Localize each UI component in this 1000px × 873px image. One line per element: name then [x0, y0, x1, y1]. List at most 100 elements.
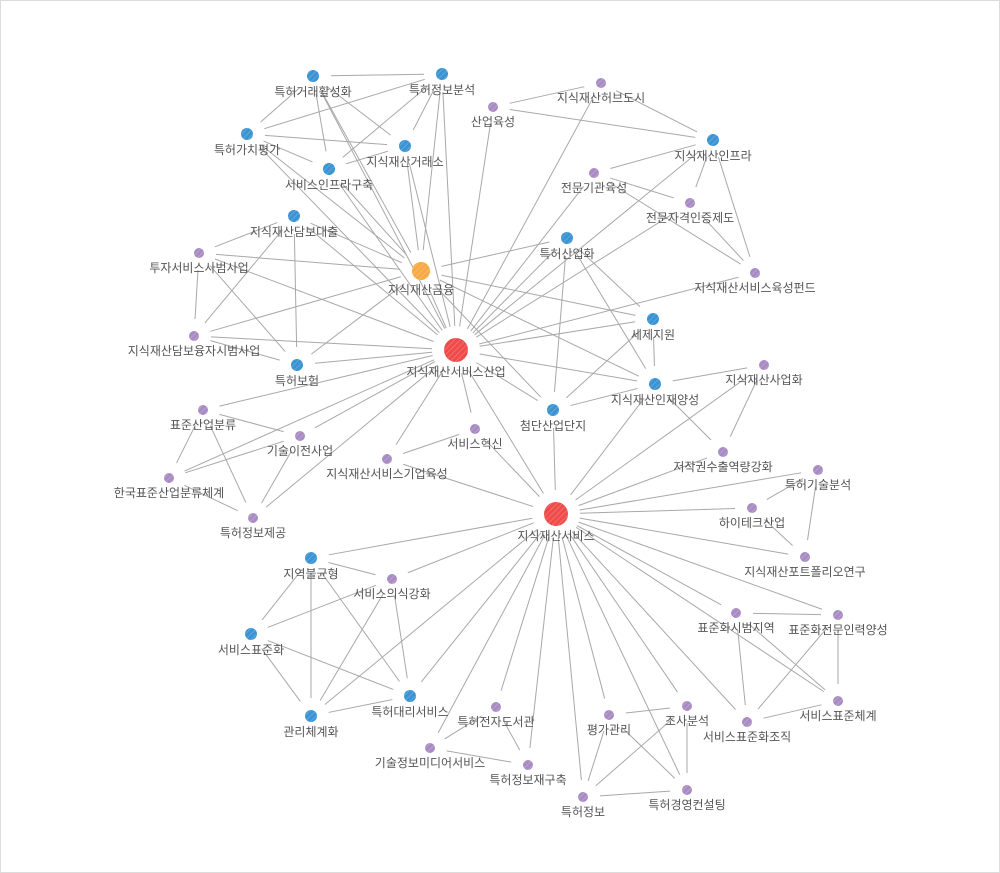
node[interactable]: 특허가치평가	[214, 128, 280, 157]
edge	[264, 134, 388, 146]
edge	[608, 181, 741, 265]
node[interactable]: 서비스표준화조직	[703, 717, 791, 744]
node[interactable]: 지식재산포트폴리오연구	[744, 552, 866, 579]
node[interactable]: 특허정보분석	[409, 68, 475, 97]
edge	[569, 533, 678, 693]
node[interactable]: 투자서비스사범사업	[149, 248, 249, 275]
node[interactable]: 조사분석	[665, 701, 709, 728]
edge	[293, 233, 298, 348]
edge	[479, 321, 636, 347]
node[interactable]: 서비스인프라구축	[285, 163, 373, 192]
node[interactable]: 지식재산인프라	[674, 134, 752, 163]
node[interactable]: 특허산업화	[539, 232, 595, 261]
edge	[653, 336, 655, 367]
edge	[565, 535, 681, 775]
edge	[474, 151, 700, 336]
node[interactable]: 기술정보미디어서비스	[375, 743, 485, 770]
node[interactable]: 지식재산서비스산업	[406, 338, 506, 379]
node[interactable]: 지식재산담보대출	[250, 210, 338, 239]
node[interactable]: 특허거래활성화	[274, 70, 352, 99]
node[interactable]: 산업육성	[471, 102, 515, 129]
node-label: 평가관리	[587, 723, 631, 737]
edge	[338, 183, 443, 331]
node[interactable]: 특허대리서비스	[371, 690, 449, 719]
node[interactable]: 서비스표준체계	[799, 696, 877, 723]
edge	[467, 97, 594, 330]
node[interactable]: 평가관리	[587, 710, 631, 737]
node[interactable]: 지식재산서비스기업육성	[326, 454, 448, 481]
node[interactable]: 지식재산인재양성	[611, 378, 699, 407]
node[interactable]: 지식재산허브도시	[557, 78, 645, 105]
node-texture	[685, 198, 695, 208]
edge	[752, 612, 822, 616]
edge	[503, 721, 521, 751]
edge	[486, 440, 540, 497]
edge	[314, 361, 436, 429]
edge	[420, 532, 542, 683]
edge	[328, 517, 533, 556]
node-texture	[800, 552, 810, 562]
node[interactable]: 표준화전문인력양성	[788, 610, 888, 637]
node-texture	[833, 696, 843, 706]
node-texture	[488, 102, 498, 112]
node[interactable]: 특허기술분석	[785, 465, 851, 492]
node[interactable]: 첨단산업단지	[520, 404, 586, 433]
edge	[441, 241, 550, 267]
node[interactable]: 표준화시범지역	[697, 608, 775, 635]
node[interactable]: 지역불균형	[283, 552, 339, 581]
edge	[470, 186, 584, 332]
edge	[461, 373, 472, 413]
node[interactable]: 하이테크산업	[719, 503, 785, 530]
edge	[578, 457, 708, 507]
node-label: 전문기관육성	[561, 181, 627, 195]
node[interactable]: 특허전자도서관	[457, 702, 535, 729]
edge	[571, 531, 736, 710]
node[interactable]: 지식재산금융	[388, 262, 454, 297]
edge	[412, 89, 435, 131]
node[interactable]: 지식재산거래소	[366, 140, 444, 169]
node-label: 산업육성	[471, 115, 515, 129]
node-texture	[189, 331, 199, 341]
node[interactable]: 지식재산담보융자시범사업	[128, 331, 260, 358]
node[interactable]: 표준산업분류	[170, 405, 236, 432]
node[interactable]: 세제지원	[631, 313, 675, 342]
edge	[267, 584, 377, 628]
node[interactable]: 전문자격인증제도	[646, 198, 734, 225]
node[interactable]: 기술이전사업	[267, 431, 333, 458]
node[interactable]: 지식재산서비스	[517, 502, 595, 543]
node[interactable]: 특허정보	[561, 792, 605, 819]
edge	[215, 253, 401, 270]
node-texture	[295, 431, 305, 441]
node-label: 지식재산포트폴리오연구	[744, 565, 865, 579]
node[interactable]: 지식재산서비스육성펀드	[694, 268, 816, 295]
node[interactable]: 서비스혁신	[447, 424, 503, 451]
edge	[319, 593, 384, 701]
edge	[184, 359, 435, 472]
node-label: 특허정보	[561, 805, 605, 819]
edge	[194, 269, 199, 320]
node[interactable]: 특허정보재구축	[489, 760, 567, 787]
node[interactable]: 관리체계화	[283, 710, 339, 739]
node-texture	[444, 338, 468, 362]
node-texture	[245, 628, 257, 640]
node-label: 지식재산서비스	[517, 529, 594, 543]
node[interactable]: 서비스의식강화	[353, 574, 431, 601]
node-label: 표준산업분류	[170, 418, 236, 432]
node[interactable]: 저작권수출역량강화	[673, 447, 773, 474]
node[interactable]: 서비스표준화	[218, 628, 284, 657]
node[interactable]: 특허정보제공	[220, 513, 286, 540]
node[interactable]: 특허보험	[275, 359, 319, 388]
node[interactable]: 지식재산사업화	[725, 360, 803, 387]
edge	[219, 355, 433, 407]
edge	[260, 87, 300, 123]
node-label: 지식재산담보대출	[250, 225, 338, 239]
edge	[429, 289, 447, 329]
node[interactable]: 한국표준산업분류체계	[114, 473, 224, 500]
node[interactable]: 특허경영컨설팅	[648, 785, 726, 812]
edge	[261, 571, 301, 621]
edge	[479, 276, 739, 345]
node[interactable]: 전문기관육성	[561, 168, 627, 195]
node-label: 하이테크산업	[719, 516, 785, 530]
edge	[529, 537, 554, 749]
